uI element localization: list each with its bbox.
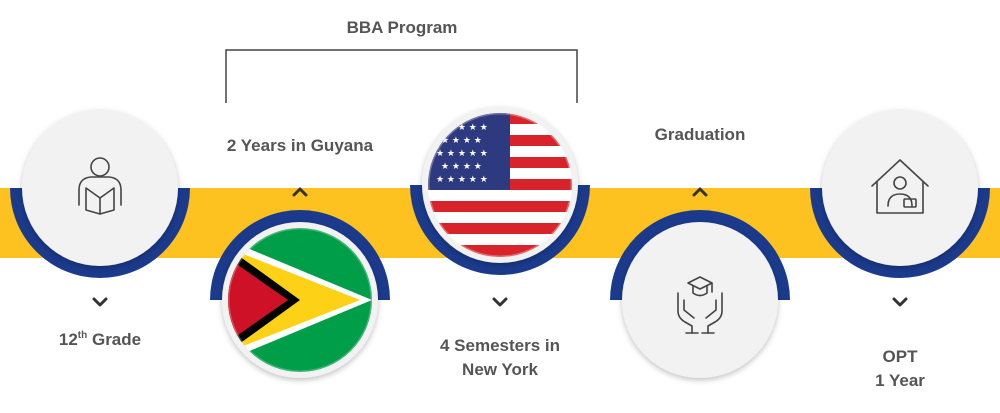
bba-program-label: BBA Program <box>346 18 458 37</box>
graduation-hands-icon <box>677 276 723 334</box>
svg-text:★ ★ ★ ★ ★: ★ ★ ★ ★ ★ <box>436 175 488 185</box>
node-graduation <box>610 210 790 378</box>
node-opt <box>810 110 990 278</box>
chevron-down-icon <box>92 297 108 307</box>
svg-text:★ ★ ★ ★ ★: ★ ★ ★ ★ ★ <box>436 149 488 159</box>
chevron-up-icon <box>292 187 308 197</box>
new-york-semesters-label: 4 Semesters in New York <box>439 336 560 379</box>
graduation-label: Graduation <box>654 125 746 144</box>
guyana-years-label: 2 Years in Guyana <box>226 136 374 155</box>
node-guyana <box>210 210 390 378</box>
guyana-flag-icon <box>228 228 372 372</box>
svg-text:★ ★ ★ ★: ★ ★ ★ ★ <box>441 136 482 146</box>
bba-bracket <box>225 49 578 103</box>
svg-text:★ ★ ★ ★ ★: ★ ★ ★ ★ ★ <box>436 123 488 133</box>
chevron-down-icon <box>492 297 508 307</box>
node-12th-grade <box>10 110 190 278</box>
chevron-down-icon <box>892 297 908 307</box>
student-reading-icon <box>78 157 122 215</box>
grade-12-label: 12th Grade <box>58 330 142 349</box>
opt-label: OPT 1 Year <box>875 347 925 390</box>
home-worker-icon <box>871 159 929 214</box>
usa-flag-icon: ★ ★ ★ ★ ★ ★ ★ ★ ★ ★ ★ ★ ★ ★ ★ ★ ★ ★ ★ ★ … <box>428 113 572 257</box>
chevron-up-icon <box>692 187 708 197</box>
svg-text:★ ★ ★ ★: ★ ★ ★ ★ <box>441 162 482 172</box>
node-new-york: ★ ★ ★ ★ ★ ★ ★ ★ ★ ★ ★ ★ ★ ★ ★ ★ ★ ★ ★ ★ … <box>410 107 590 275</box>
